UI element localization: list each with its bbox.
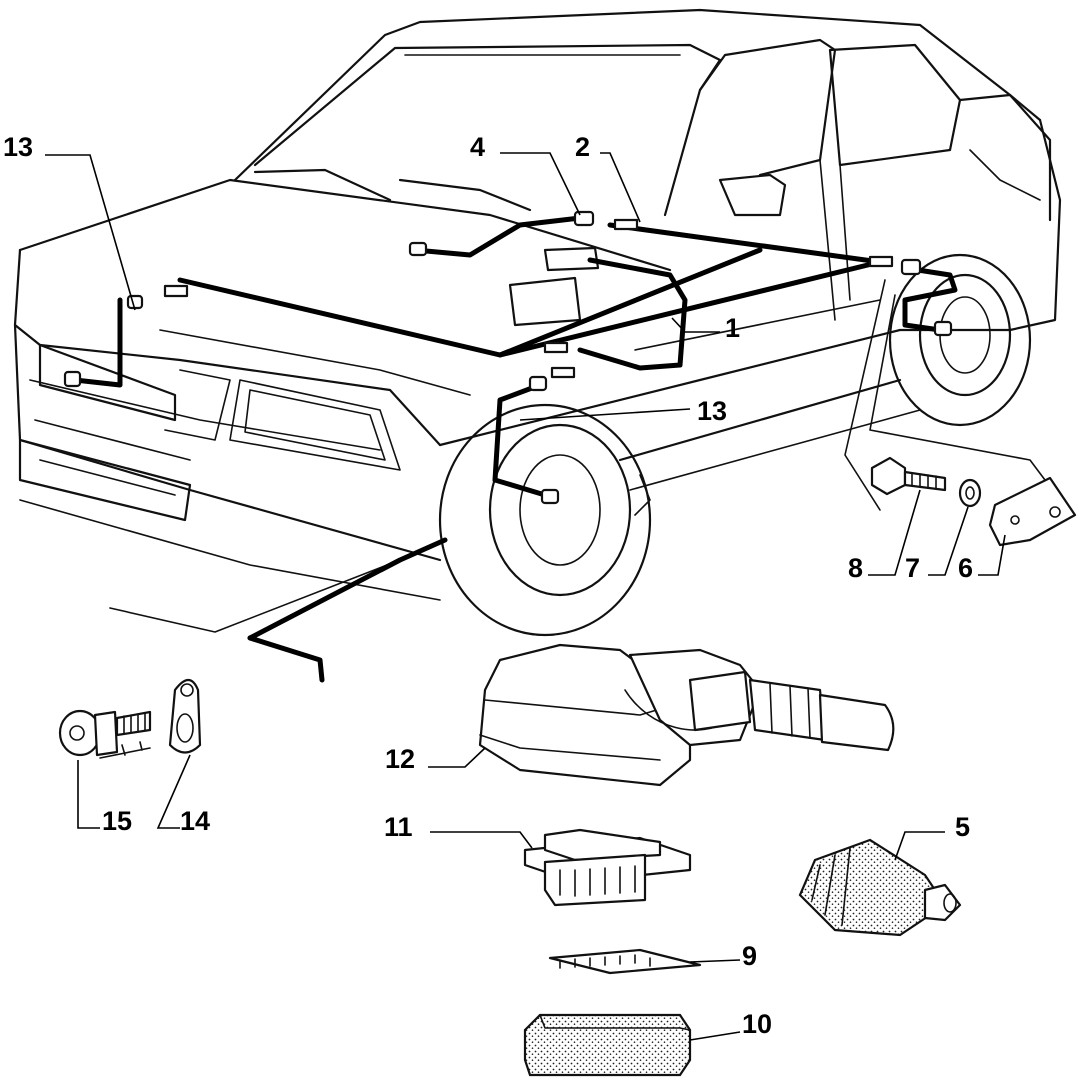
callout-13-left: 13 bbox=[3, 132, 33, 162]
terminal-strip-part bbox=[548, 948, 702, 975]
callout-13-center: 13 bbox=[697, 396, 727, 426]
bolt-head bbox=[870, 456, 907, 496]
callout-2: 2 bbox=[575, 132, 590, 162]
callout-5: 5 bbox=[955, 812, 970, 842]
callout-1: 1 bbox=[725, 313, 740, 343]
callout-8: 8 bbox=[848, 553, 863, 583]
foam-pad-part bbox=[523, 1013, 692, 1077]
callout-labels: 13 4 2 1 13 8 7 6 12 15 14 11 5 9 10 bbox=[3, 132, 973, 1039]
callout-4: 4 bbox=[470, 132, 485, 162]
callout-15: 15 bbox=[102, 806, 132, 836]
callout-14: 14 bbox=[180, 806, 210, 836]
connector-block-part bbox=[523, 828, 692, 907]
callout-10: 10 bbox=[742, 1009, 772, 1039]
callout-6: 6 bbox=[958, 553, 973, 583]
rubber-boot-part bbox=[798, 838, 962, 937]
callout-12: 12 bbox=[385, 744, 415, 774]
ground-stud-terminal-group bbox=[58, 678, 202, 759]
wiring-harness bbox=[63, 210, 958, 683]
bolt-washer-bracket-group bbox=[844, 279, 1077, 547]
leader-lines bbox=[45, 152, 1006, 1041]
callout-9: 9 bbox=[742, 941, 757, 971]
callout-7: 7 bbox=[905, 553, 920, 583]
harness-plug-assembly bbox=[478, 643, 895, 787]
callout-11: 11 bbox=[384, 812, 413, 842]
